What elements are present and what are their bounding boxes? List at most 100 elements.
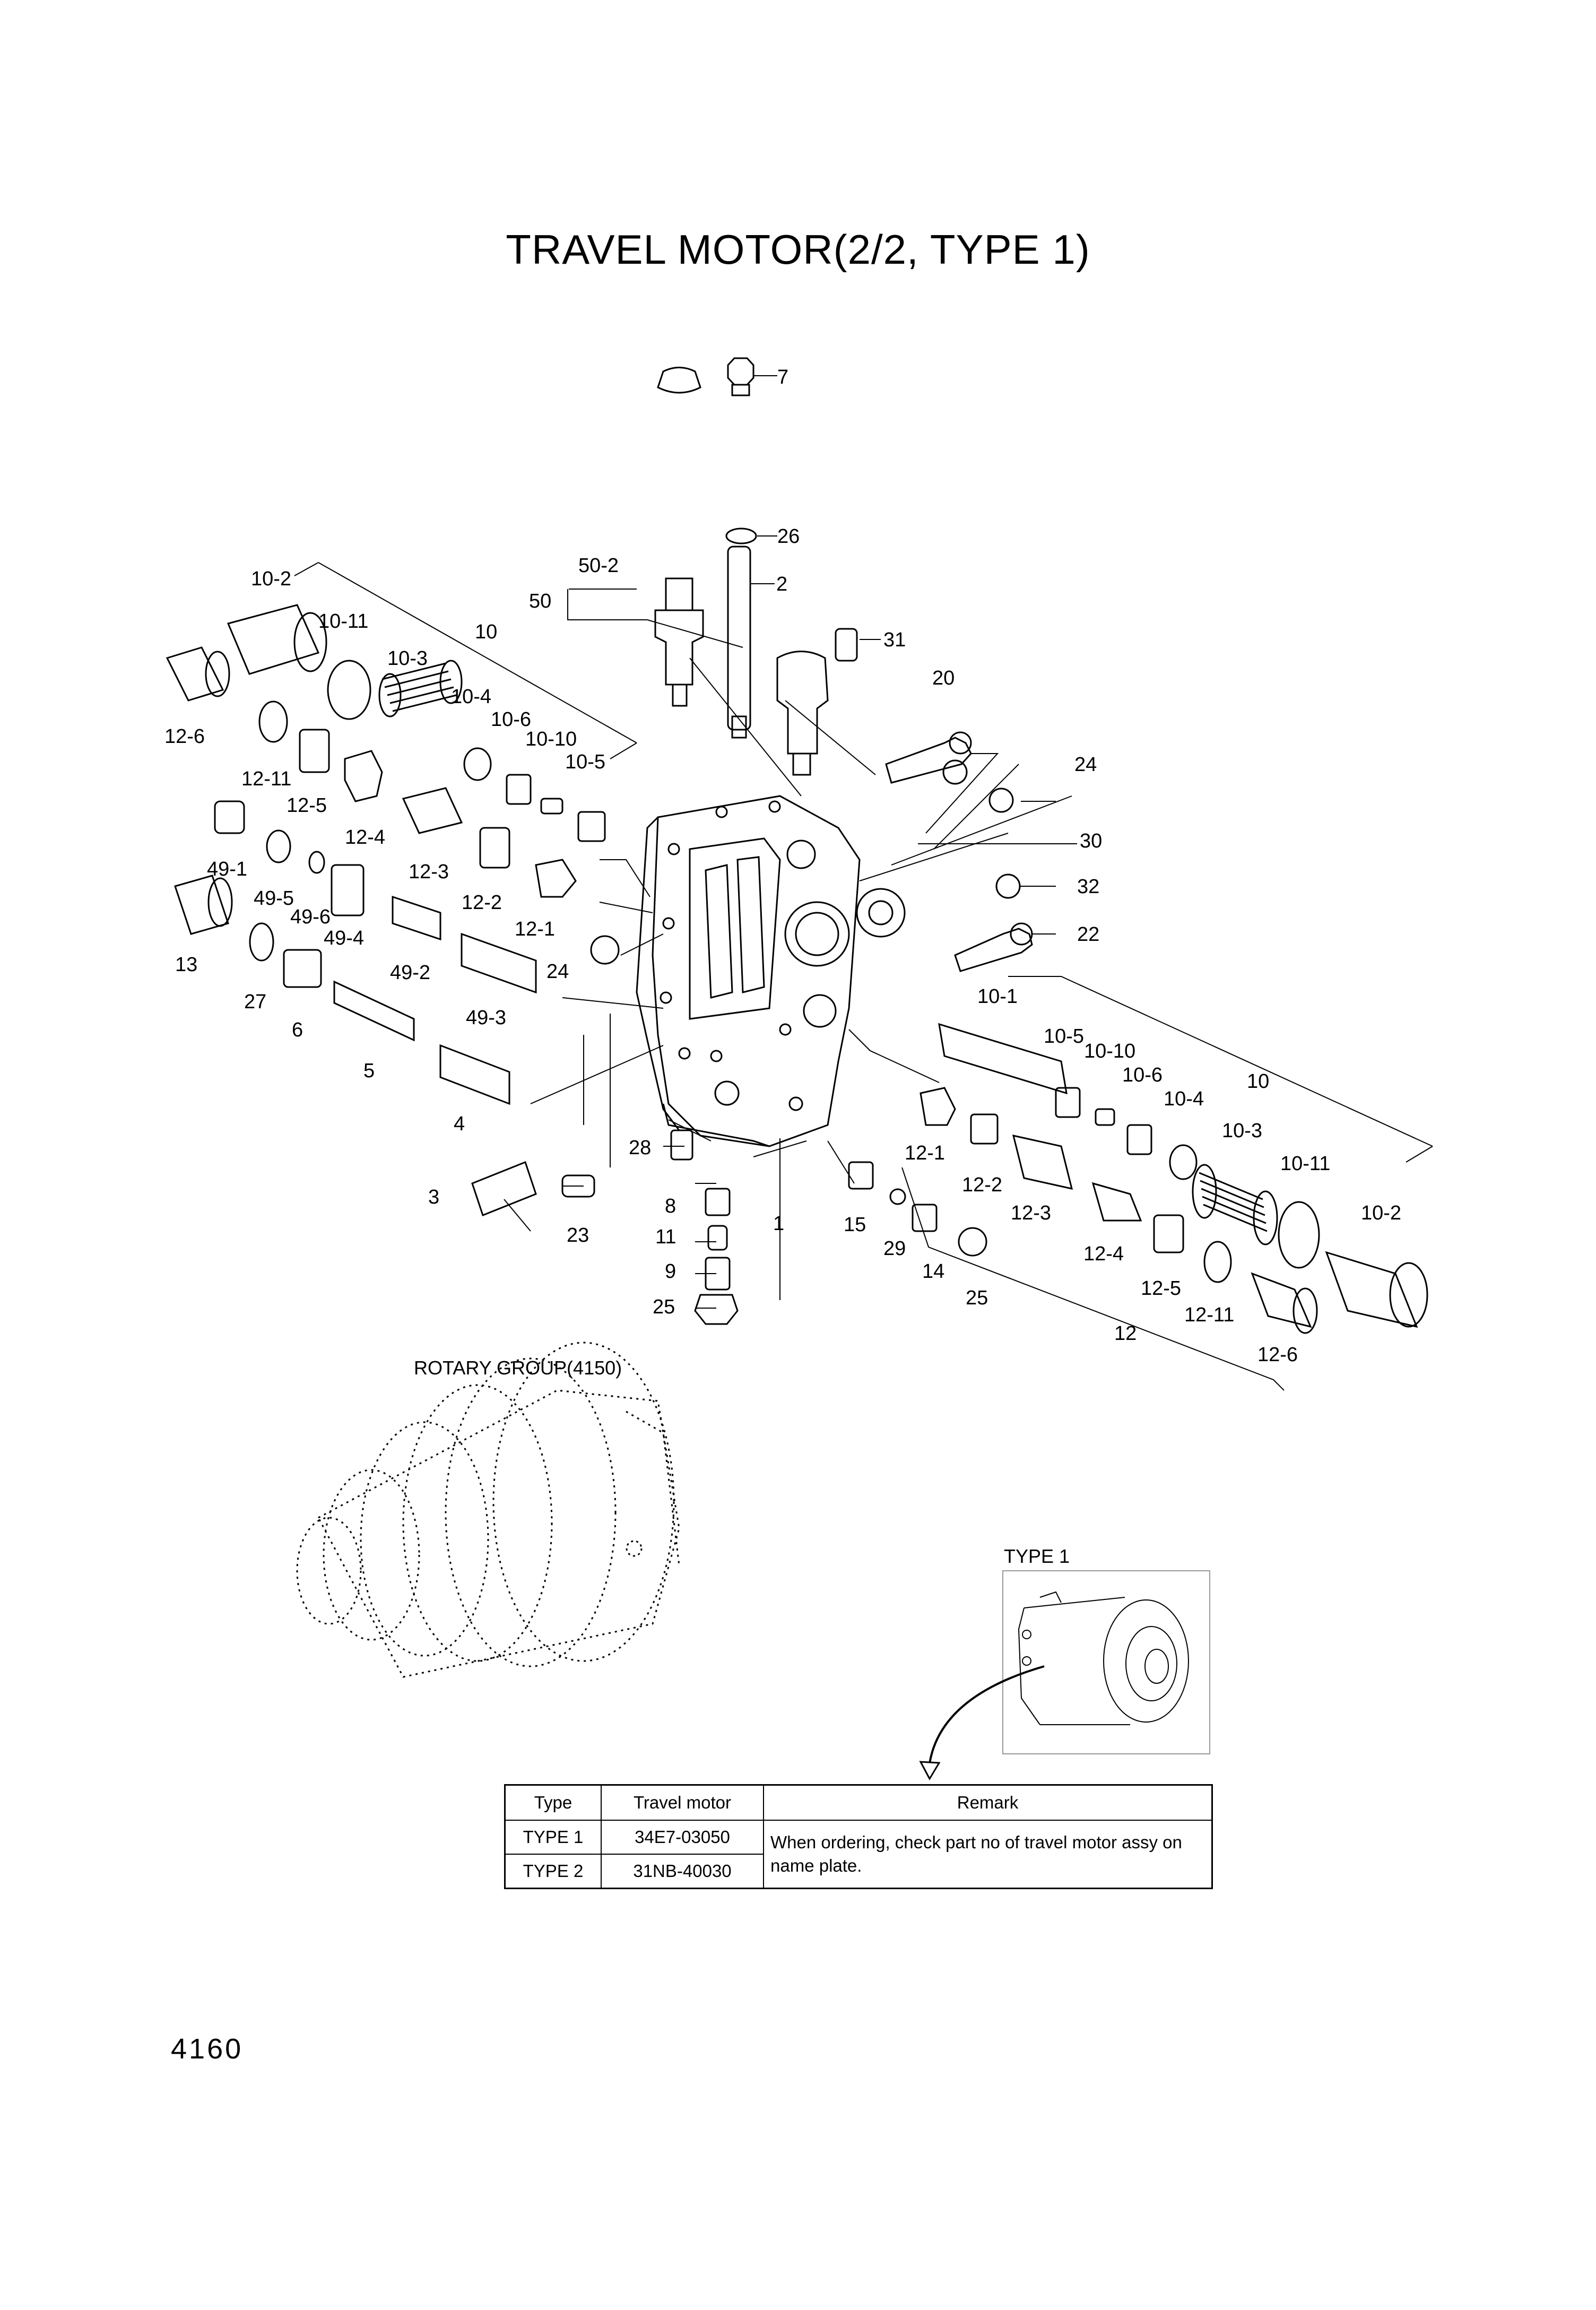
bolt-part bbox=[885, 731, 972, 784]
plug-part bbox=[988, 788, 1014, 813]
spring-part bbox=[1055, 1087, 1081, 1118]
sleeve-part bbox=[402, 787, 463, 834]
callout-label: 10-5 bbox=[565, 751, 605, 773]
callout-label: 12-6 bbox=[1257, 1344, 1298, 1366]
cartridge-valve-part bbox=[776, 651, 829, 776]
valve-body-part bbox=[636, 795, 861, 1147]
spring-part bbox=[1126, 1124, 1152, 1155]
pin-part bbox=[707, 1225, 728, 1251]
pin-part bbox=[540, 798, 563, 815]
callout-label: 10-11 bbox=[318, 610, 368, 633]
table-row: TYPE 1 34E7-03050 When ordering, check p… bbox=[504, 1820, 1213, 1889]
callout-label: 27 bbox=[244, 991, 266, 1013]
washer-part bbox=[463, 747, 492, 781]
callout-label: 5 bbox=[363, 1060, 375, 1082]
callout-label: 50 bbox=[529, 590, 551, 612]
spool-part bbox=[535, 859, 577, 898]
o-ring-part bbox=[1203, 1241, 1232, 1283]
spool-part bbox=[344, 750, 383, 802]
callout-label: 29 bbox=[883, 1238, 906, 1260]
callout-label: 2 bbox=[776, 573, 787, 595]
ball-part bbox=[889, 1188, 906, 1205]
fitting-part bbox=[214, 800, 245, 834]
callout-label: 10-6 bbox=[1122, 1064, 1163, 1086]
callout-label: 10-4 bbox=[451, 686, 491, 708]
callout-label: 31 bbox=[883, 629, 906, 651]
callout-label: 14 bbox=[922, 1260, 944, 1283]
callout-label: 10-5 bbox=[1044, 1025, 1084, 1048]
plug-part bbox=[471, 1161, 537, 1216]
spring-part bbox=[577, 811, 606, 842]
o-ring-part bbox=[327, 660, 371, 720]
callout-label: 3 bbox=[428, 1186, 439, 1208]
callout-label: 30 bbox=[1080, 830, 1102, 852]
washer-part bbox=[266, 829, 291, 863]
callout-label: 12-1 bbox=[905, 1142, 945, 1164]
table-cell: TYPE 1 bbox=[504, 1820, 602, 1855]
cartridge-valve-part bbox=[654, 577, 704, 707]
callout-label: 10-10 bbox=[1084, 1040, 1135, 1062]
callout-label: 23 bbox=[567, 1224, 589, 1247]
spring-part bbox=[1192, 1164, 1278, 1245]
table-header-row: Type Travel motor Remark bbox=[504, 1784, 1213, 1821]
callout-label: 13 bbox=[175, 954, 197, 976]
callout-label: 12-3 bbox=[409, 861, 449, 883]
spool-part bbox=[461, 932, 537, 994]
callout-label: 49-6 bbox=[290, 906, 331, 928]
callout-label: 26 bbox=[777, 525, 800, 548]
rotary-group-outline bbox=[296, 1342, 680, 1678]
travel-motor-type-table: Type Travel motor Remark TYPE 1 34E7-030… bbox=[504, 1784, 1213, 1889]
table-header-cell: Remark bbox=[763, 1784, 1213, 1821]
callout-label: 10-3 bbox=[1222, 1120, 1262, 1142]
callout-label: 6 bbox=[292, 1019, 303, 1041]
callout-label: 10-3 bbox=[387, 647, 428, 670]
o-ring-part bbox=[725, 527, 757, 544]
table-header-cell: Travel motor bbox=[601, 1784, 764, 1821]
plug-part bbox=[856, 888, 906, 938]
callout-label: 10-11 bbox=[1280, 1153, 1330, 1175]
plug-part bbox=[1325, 1251, 1428, 1328]
callout-label: 32 bbox=[1077, 876, 1099, 898]
callout-label: 12-11 bbox=[1184, 1304, 1234, 1326]
callout-label: 49-5 bbox=[254, 887, 294, 910]
bolt-part bbox=[954, 922, 1033, 972]
callout-label: 12-5 bbox=[1141, 1277, 1181, 1300]
callout-label: 12-5 bbox=[287, 794, 327, 817]
spring-part bbox=[331, 864, 365, 916]
spring-part bbox=[378, 660, 463, 717]
spool-part bbox=[392, 895, 441, 941]
spool-part bbox=[920, 1087, 956, 1126]
callout-label: 49-3 bbox=[466, 1007, 506, 1029]
callout-label: 10-6 bbox=[491, 708, 531, 731]
spring-part bbox=[299, 729, 330, 773]
spring-part bbox=[970, 1113, 999, 1145]
plug-part bbox=[958, 1227, 987, 1257]
callout-label: 12 bbox=[1114, 1322, 1137, 1345]
callout-label: 12-2 bbox=[462, 892, 502, 914]
spring-part bbox=[506, 774, 532, 805]
pin-part bbox=[1095, 1108, 1115, 1126]
callout-label: 24 bbox=[1074, 754, 1097, 776]
o-ring-part bbox=[249, 922, 274, 962]
callout-label: 25 bbox=[966, 1287, 988, 1309]
spool-part bbox=[333, 980, 415, 1042]
fitting-part bbox=[174, 875, 233, 935]
set-screw-part bbox=[705, 1188, 731, 1216]
fitting-part bbox=[166, 646, 230, 702]
spool-part bbox=[938, 1023, 1068, 1095]
spring-part bbox=[283, 949, 322, 988]
page-title: TRAVEL MOTOR(2/2, TYPE 1) bbox=[506, 226, 1090, 273]
callout-label: 12-1 bbox=[515, 918, 555, 940]
set-screw-part bbox=[912, 1204, 938, 1232]
callout-label: 22 bbox=[1077, 923, 1099, 946]
remark-cell: When ordering, check part no of travel m… bbox=[763, 1820, 1213, 1889]
callout-label: 1 bbox=[773, 1213, 784, 1235]
callout-label: 15 bbox=[844, 1214, 866, 1236]
table-cell: TYPE 2 bbox=[504, 1854, 602, 1889]
o-ring-part bbox=[1278, 1201, 1320, 1269]
callout-label: 10 bbox=[1247, 1070, 1269, 1093]
page-number: 4160 bbox=[171, 2033, 244, 2065]
spool-part bbox=[439, 1044, 510, 1105]
fitting-part bbox=[1251, 1272, 1318, 1334]
